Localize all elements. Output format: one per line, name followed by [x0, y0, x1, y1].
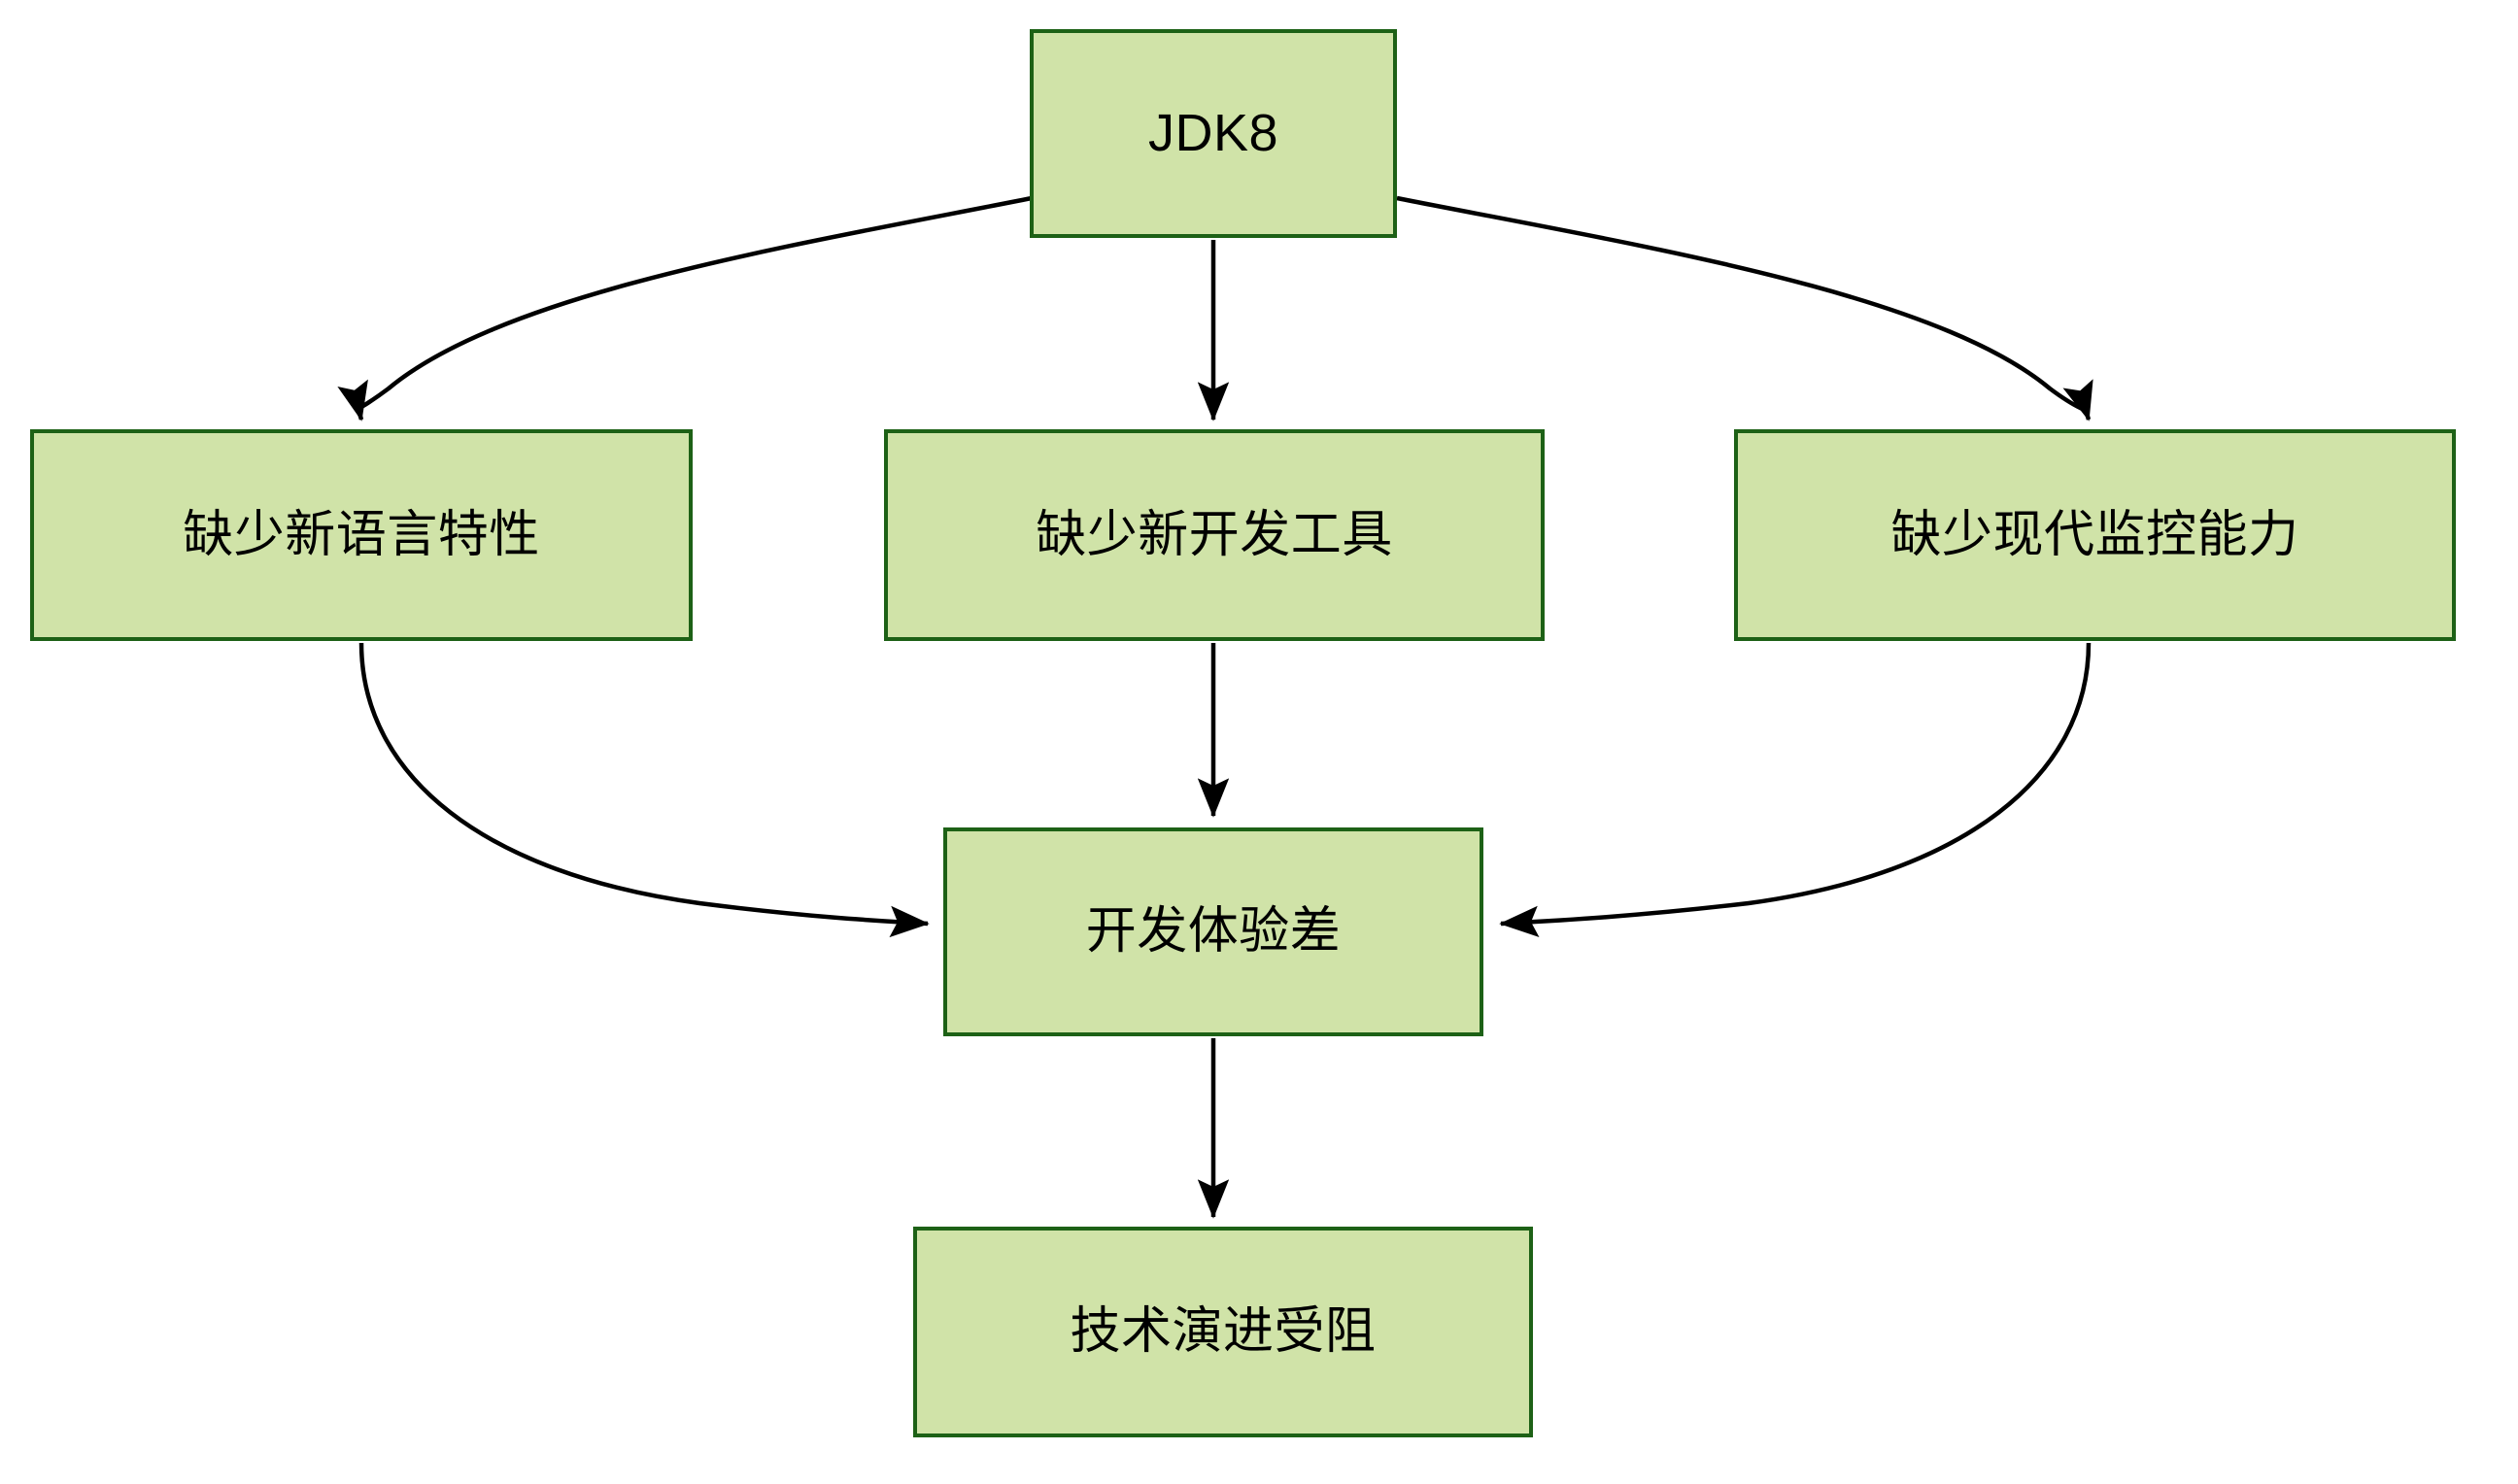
edge-jdk8-to-no-modern-monitoring: [1396, 195, 2093, 422]
node-poor-dev-experience[interactable]: 开发体验差: [943, 827, 1483, 1036]
node-no-dev-tools-label: 缺少新开发工具: [1036, 506, 1393, 563]
node-no-dev-tools[interactable]: 缺少新开发工具: [884, 429, 1545, 641]
node-jdk8-label: JDK8: [1147, 104, 1279, 163]
node-tech-evolution-blocked[interactable]: 技术演进受阻: [913, 1227, 1533, 1437]
edge-jdk8-to-no-lang-features: [337, 195, 1033, 422]
node-no-modern-monitoring[interactable]: 缺少现代监控能力: [1734, 429, 2456, 641]
node-no-lang-features[interactable]: 缺少新语言特性: [30, 429, 693, 641]
node-no-lang-features-label: 缺少新语言特性: [183, 506, 540, 563]
node-no-modern-monitoring-label: 缺少现代监控能力: [1890, 506, 2299, 563]
edge-no-modern-monitoring-to-poor-dev-experience: [1499, 642, 2092, 938]
edge-no-lang-features-to-poor-dev-experience: [358, 642, 930, 938]
node-poor-dev-experience-label: 开发体验差: [1085, 903, 1342, 961]
node-jdk8[interactable]: JDK8: [1030, 29, 1397, 238]
node-tech-evolution-blocked-label: 技术演进受阻: [1070, 1303, 1377, 1361]
